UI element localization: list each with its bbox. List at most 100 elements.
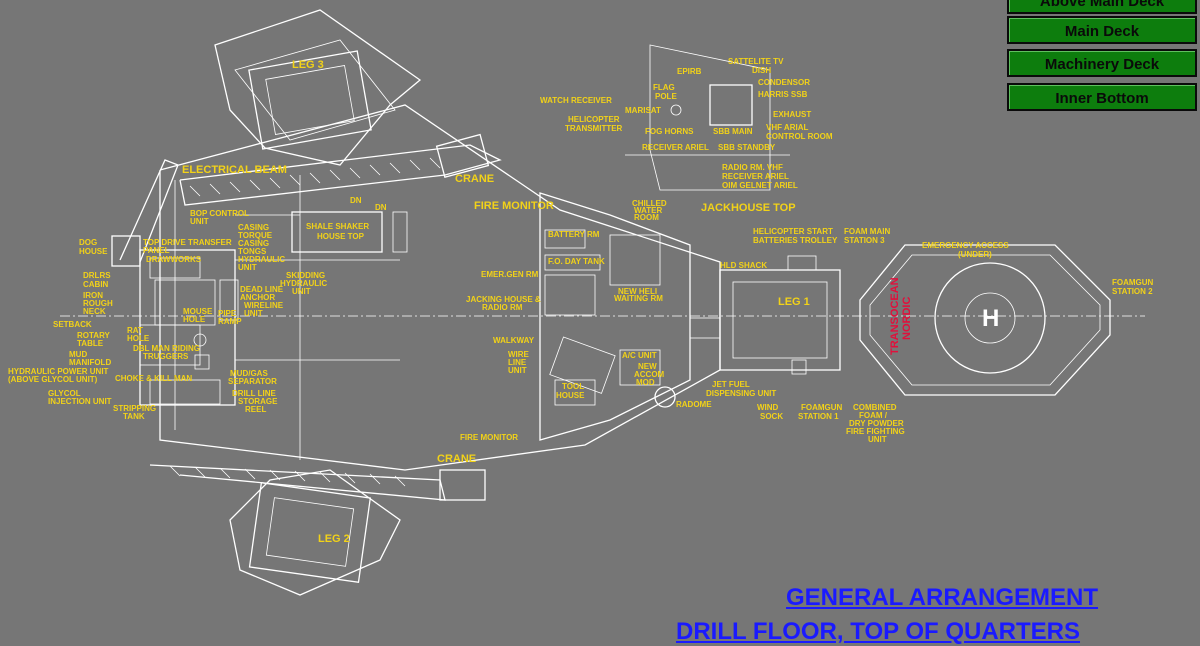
svg-text:UNIT: UNIT [292, 287, 311, 296]
leg-3: LEG 3 [214, 9, 422, 166]
svg-text:OIM GELNET ARIEL: OIM GELNET ARIEL [722, 181, 798, 190]
svg-text:TONGS: TONGS [238, 247, 267, 256]
svg-text:IRON: IRON [83, 291, 103, 300]
svg-text:CHILLED: CHILLED [632, 199, 667, 208]
svg-text:DEAD LINE: DEAD LINE [240, 285, 284, 294]
svg-text:HYDRAULIC: HYDRAULIC [238, 255, 285, 264]
svg-text:TOOL: TOOL [562, 382, 584, 391]
svg-text:WAITING RM: WAITING RM [614, 294, 663, 303]
svg-text:HELICOPTER START: HELICOPTER START [753, 227, 833, 236]
svg-text:SEPARATOR: SEPARATOR [228, 377, 277, 386]
svg-text:NORDIC: NORDIC [901, 297, 913, 340]
svg-text:GLYCOL: GLYCOL [48, 389, 81, 398]
svg-text:PANEL: PANEL [143, 246, 170, 255]
svg-text:HYDRAULIC: HYDRAULIC [280, 279, 327, 288]
svg-text:HLD SHACK: HLD SHACK [720, 261, 767, 270]
svg-text:HOUSE: HOUSE [79, 247, 108, 256]
svg-text:COMBINED: COMBINED [853, 403, 897, 412]
drill-floor: BOP CONTROL UNIT DOG HOUSE TOP DRIVE TRA… [8, 209, 327, 421]
svg-text:MANIFOLD: MANIFOLD [69, 358, 111, 367]
svg-text:HOLE: HOLE [127, 334, 150, 343]
svg-text:RECEIVER ARIEL: RECEIVER ARIEL [642, 143, 709, 152]
svg-text:ANCHOR: ANCHOR [240, 293, 275, 302]
svg-text:STRIPPING: STRIPPING [113, 404, 156, 413]
mast-area: SATTELITE TV DISH EPIRB CONDENSOR FLAG P… [540, 44, 833, 191]
svg-text:HYDRAULIC POWER UNIT: HYDRAULIC POWER UNIT [8, 367, 109, 376]
svg-text:FOG HORNS: FOG HORNS [645, 127, 694, 136]
svg-text:PIPE: PIPE [218, 309, 237, 318]
svg-text:DISPENSING UNIT: DISPENSING UNIT [706, 389, 776, 398]
leg-3-label: LEG 3 [292, 59, 324, 71]
svg-text:(UNDER): (UNDER) [958, 250, 992, 259]
svg-text:SETBACK: SETBACK [53, 320, 92, 329]
svg-text:CHOKE & KILL MAN: CHOKE & KILL MAN [115, 374, 192, 383]
svg-text:MUD: MUD [69, 350, 87, 359]
svg-text:TRANSOCEAN: TRANSOCEAN [889, 277, 901, 355]
svg-text:WIND: WIND [757, 403, 779, 412]
crane-top: CRANE ELECTRICAL BEAM [119, 133, 502, 263]
svg-text:DRLRS: DRLRS [83, 271, 111, 280]
svg-text:BATTERY RM: BATTERY RM [548, 230, 600, 239]
svg-text:SATTELITE TV: SATTELITE TV [728, 57, 784, 66]
nav-inner-bottom[interactable]: Inner Bottom [1007, 83, 1197, 111]
svg-text:RAT: RAT [127, 326, 143, 335]
svg-text:HARRIS SSB: HARRIS SSB [758, 90, 808, 99]
crane-top-label: CRANE [455, 173, 494, 185]
svg-text:DRAWWORKS: DRAWWORKS [146, 255, 202, 264]
svg-text:SHALE SHAKER: SHALE SHAKER [306, 222, 369, 231]
svg-text:CASING: CASING [238, 239, 269, 248]
svg-text:LINE: LINE [508, 358, 527, 367]
leg-1-label: LEG 1 [778, 296, 810, 308]
svg-text:HOUSE TOP: HOUSE TOP [317, 232, 365, 241]
svg-text:EMER.GEN RM: EMER.GEN RM [481, 270, 539, 279]
svg-text:STATION 2: STATION 2 [1112, 287, 1153, 296]
svg-text:STORAGE: STORAGE [238, 397, 278, 406]
electrical-beam-label: ELECTRICAL BEAM [182, 164, 287, 176]
svg-text:INJECTION UNIT: INJECTION UNIT [48, 397, 112, 406]
svg-text:WALKWAY: WALKWAY [493, 336, 535, 345]
svg-text:FIRE MONITOR: FIRE MONITOR [460, 433, 518, 442]
svg-text:STATION 1: STATION 1 [798, 412, 839, 421]
hull-outline [60, 104, 1145, 471]
svg-text:FOAM /: FOAM / [859, 411, 888, 420]
svg-text:CASING: CASING [238, 223, 269, 232]
svg-text:FLAG: FLAG [653, 83, 675, 92]
svg-text:SKIDDING: SKIDDING [286, 271, 325, 280]
svg-text:UNIT: UNIT [244, 309, 263, 318]
svg-text:F.O. DAY TANK: F.O. DAY TANK [548, 257, 605, 266]
title-drill-floor[interactable]: DRILL FLOOR, TOP OF QUARTERS [676, 618, 1081, 645]
svg-text:TORQUE: TORQUE [238, 231, 273, 240]
leg-2: LEG 2 [229, 469, 401, 596]
svg-text:DBL MAN RIDING: DBL MAN RIDING [133, 344, 200, 353]
svg-text:FOAMGUN: FOAMGUN [801, 403, 843, 412]
svg-text:WIRE: WIRE [508, 350, 530, 359]
svg-text:JET FUEL: JET FUEL [712, 380, 750, 389]
svg-text:UNIT: UNIT [868, 435, 887, 444]
svg-text:ROOM: ROOM [634, 213, 659, 222]
nav-main-deck[interactable]: Main Deck [1007, 16, 1197, 44]
svg-text:CONTROL ROOM: CONTROL ROOM [766, 132, 833, 141]
svg-text:TANK: TANK [123, 412, 145, 421]
svg-text:UNIT: UNIT [508, 366, 527, 375]
svg-text:POLE: POLE [655, 92, 677, 101]
svg-text:NEW HELI: NEW HELI [618, 287, 657, 296]
svg-text:REEL: REEL [245, 405, 266, 414]
svg-text:FIRE MONITOR: FIRE MONITOR [474, 200, 554, 212]
svg-text:MARISAT: MARISAT [625, 106, 661, 115]
deck-arrangement-drawing: LEG 3 LEG 2 CRANE ELECTRICAL BEAM CRANE … [8, 9, 1154, 596]
svg-text:SOCK: SOCK [760, 412, 783, 421]
svg-text:RADIO RM: RADIO RM [482, 303, 523, 312]
svg-text:WIRELINE: WIRELINE [244, 301, 284, 310]
svg-text:RADIO RM. VHF: RADIO RM. VHF [722, 163, 783, 172]
title-general-arrangement[interactable]: GENERAL ARRANGEMENT [786, 584, 1099, 611]
nav-machinery-deck[interactable]: Machinery Deck [1007, 49, 1197, 77]
nav-above-main-deck[interactable]: Above Main Deck [1007, 0, 1197, 14]
svg-text:MOUSE: MOUSE [183, 307, 213, 316]
shale-shaker-house: SHALE SHAKER HOUSE TOP DN DN [291, 196, 408, 253]
svg-text:CONDENSOR: CONDENSOR [758, 78, 810, 87]
svg-text:JACKING HOUSE &: JACKING HOUSE & [466, 295, 541, 304]
svg-text:EXHAUST: EXHAUST [773, 110, 811, 119]
svg-text:TRUGGERS: TRUGGERS [143, 352, 189, 361]
svg-text:MOD: MOD [636, 378, 655, 387]
svg-text:NECK: NECK [83, 307, 106, 316]
